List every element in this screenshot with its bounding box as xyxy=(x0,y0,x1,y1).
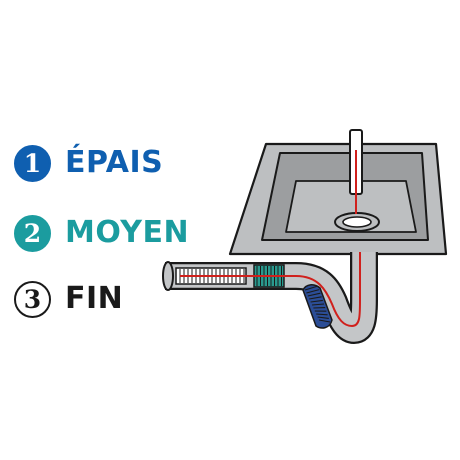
badge-2: 2 xyxy=(14,214,51,252)
legend-item-thick: 1 ÉPAIS xyxy=(14,143,163,183)
pipe-opening xyxy=(162,261,174,291)
bristle xyxy=(304,285,319,291)
bristle xyxy=(307,292,321,297)
legend-label-medium: MOYEN xyxy=(65,215,190,250)
bristle xyxy=(316,313,328,316)
cleaning-wire xyxy=(180,252,361,328)
bristle xyxy=(318,319,331,323)
bristle xyxy=(311,303,325,306)
badge-1: 1 xyxy=(14,144,51,182)
bristle xyxy=(317,316,329,319)
sink-basin-floor xyxy=(285,180,417,233)
badge-3: 3 xyxy=(14,280,51,318)
bristle xyxy=(309,296,322,300)
drain-brush-thick-icon xyxy=(302,284,333,329)
drain-hole xyxy=(342,216,372,228)
legend-label-thick: ÉPAIS xyxy=(65,145,164,180)
bristle xyxy=(306,289,320,294)
legend-item-fine: 3 FIN xyxy=(14,279,123,319)
bristle xyxy=(310,299,323,303)
legend-label-fine: FIN xyxy=(65,281,124,316)
legend-item-medium: 2 MOYEN xyxy=(14,213,189,253)
